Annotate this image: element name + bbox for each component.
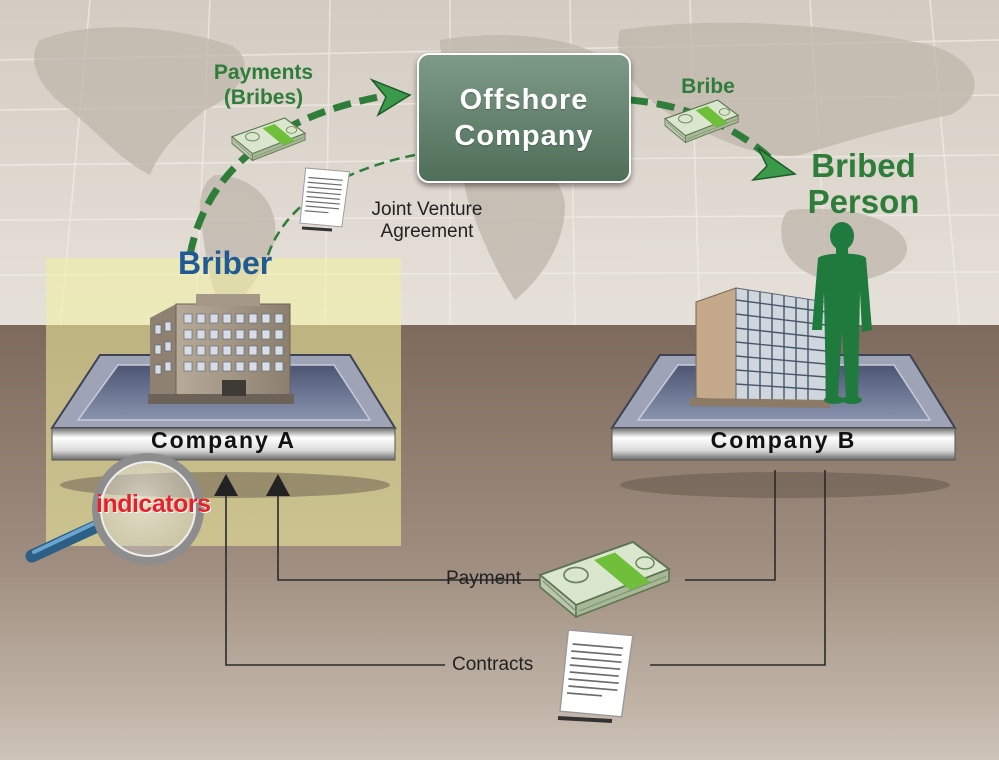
- joint-venture-line2: Agreement: [380, 220, 474, 242]
- payments-label: Payments (Bribes): [196, 60, 331, 110]
- company-b-building-icon: [690, 287, 830, 408]
- offshore-company-line2: Company: [454, 120, 594, 152]
- flow-lines: [225, 470, 826, 666]
- payment-label: Payment: [446, 568, 521, 589]
- company-a-label: Company A: [151, 427, 296, 453]
- arrow-icon: [214, 474, 238, 496]
- company-b-label: Company B: [710, 427, 857, 453]
- bribe-label: Bribe: [681, 75, 735, 98]
- pen-icon: [301, 226, 333, 232]
- bribed-person-line2: Person: [807, 182, 920, 220]
- payments-label-line1: Payments: [213, 61, 314, 84]
- magnifying-glass-icon: [25, 453, 204, 565]
- document-icon: [299, 167, 350, 228]
- bribed-person-line1: Bribed: [811, 147, 916, 184]
- contracts-label: Contracts: [452, 654, 534, 675]
- arrow-icon: [369, 78, 412, 117]
- document-icon: [559, 629, 634, 718]
- arrow-icon: [266, 474, 290, 496]
- offshore-company-line1: Offshore: [459, 83, 589, 116]
- company-a-building-icon: [148, 294, 294, 404]
- joint-venture-label: Joint Venture Agreement: [352, 199, 502, 243]
- businessman-silhouette-icon: [812, 222, 872, 404]
- pen-icon: [557, 716, 613, 723]
- offshore-company-box: Offshore Company: [417, 53, 631, 183]
- briber-label: Briber: [178, 245, 273, 281]
- joint-venture-line1: Joint Venture: [371, 199, 483, 220]
- payments-label-line2: (Bribes): [223, 86, 304, 110]
- arrow-icon: [750, 147, 797, 182]
- indicators-label: indicators: [96, 490, 211, 518]
- bribed-person-label: Bribed Person: [796, 148, 931, 219]
